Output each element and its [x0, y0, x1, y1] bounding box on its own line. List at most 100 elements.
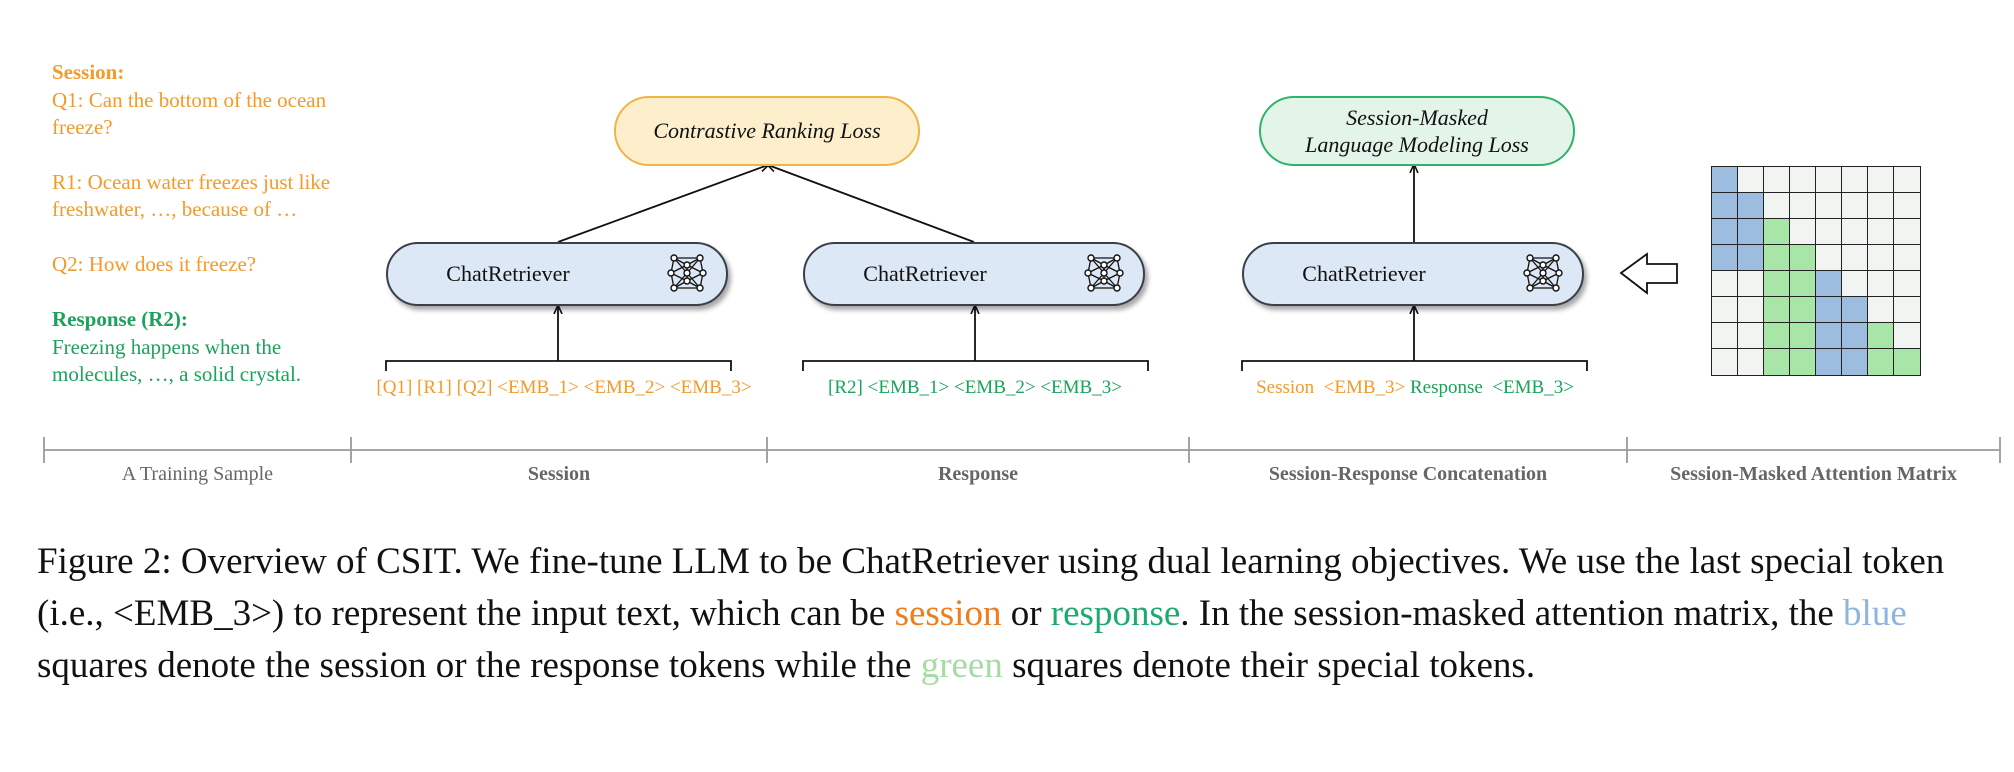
caption-response-word: response [1050, 593, 1181, 634]
matrix-cell-blue [1842, 323, 1868, 349]
matrix-cell-blue [1816, 271, 1842, 297]
concat-response-word: Response [1410, 377, 1483, 398]
caption-part4: squares denote their special tokens. [1002, 645, 1536, 686]
matrix-cell-blue [1738, 219, 1764, 245]
caption-session-word: session [894, 593, 1002, 634]
matrix-cell-blue [1712, 245, 1738, 271]
matrix-cell-empty [1868, 297, 1894, 323]
matrix-cell-green [1764, 219, 1790, 245]
figure-caption: Figure 2: Overview of CSIT. We fine-tune… [37, 536, 1987, 692]
r1-line1: R1: Ocean water freezes just like [52, 170, 331, 194]
q1-line2: freeze? [52, 115, 113, 139]
chatretriever-label: ChatRetriever [446, 261, 570, 286]
matrix-cell-empty [1712, 323, 1738, 349]
matrix-cell-empty [1738, 349, 1764, 375]
response-input-tokens: [R2] <EMB_1> <EMB_2> <EMB_3> [828, 377, 1122, 398]
matrix-cell-empty [1842, 219, 1868, 245]
matrix-cell-blue [1738, 245, 1764, 271]
matrix-cell-empty [1712, 297, 1738, 323]
response-line1: Freezing happens when the [52, 335, 282, 359]
matrix-cell-empty [1842, 245, 1868, 271]
q2-line: Q2: How does it freeze? [52, 252, 257, 276]
smlm-loss-label-line1: Session-Masked [1346, 104, 1488, 130]
matrix-cell-empty [1738, 323, 1764, 349]
matrix-cell-green [1790, 349, 1816, 375]
section-label-response: Response [937, 463, 1018, 485]
matrix-cell-blue [1712, 219, 1738, 245]
neural-network-icon [1084, 254, 1124, 292]
response-line2: molecules, …, a solid crystal. [52, 362, 302, 386]
matrix-cell-green [1868, 323, 1894, 349]
matrix-cell-empty [1868, 245, 1894, 271]
matrix-cell-blue [1712, 167, 1738, 193]
matrix-cell-empty [1738, 297, 1764, 323]
matrix-cell-blue [1712, 193, 1738, 219]
matrix-cell-green [1764, 297, 1790, 323]
matrix-cell-blue [1816, 349, 1842, 375]
matrix-cell-empty [1816, 193, 1842, 219]
bracket-session [385, 360, 732, 371]
matrix-cell-empty [1842, 271, 1868, 297]
matrix-cell-empty [1712, 271, 1738, 297]
bracket-concat [1241, 360, 1588, 371]
matrix-cell-green [1790, 323, 1816, 349]
matrix-cell-empty [1816, 167, 1842, 193]
session-heading: Session: [52, 60, 125, 84]
matrix-cell-green [1764, 245, 1790, 271]
matrix-cell-empty [1894, 167, 1920, 193]
matrix-cell-empty [1764, 167, 1790, 193]
r1-line2: freshwater, …, because of … [52, 197, 298, 221]
matrix-cell-empty [1764, 193, 1790, 219]
neural-network-icon [667, 254, 707, 292]
matrix-cell-blue [1842, 349, 1868, 375]
response-heading: Response (R2): [52, 307, 188, 331]
matrix-cell-green [1764, 349, 1790, 375]
matrix-cell-empty [1894, 323, 1920, 349]
matrix-cell-green [1790, 245, 1816, 271]
smlm-loss-label-line2: Language Modeling Loss [1305, 132, 1529, 157]
matrix-cell-empty [1790, 219, 1816, 245]
chatretriever-session: ChatRetriever [386, 242, 728, 306]
matrix-cell-green [1790, 271, 1816, 297]
caption-part3: squares denote the session or the respon… [37, 645, 921, 686]
matrix-cell-green [1868, 349, 1894, 375]
connector-lines [43, 0, 2001, 463]
hollow-left-arrow [1619, 252, 1678, 295]
matrix-cell-empty [1738, 167, 1764, 193]
matrix-cell-green [1790, 297, 1816, 323]
chatretriever-label: ChatRetriever [1302, 261, 1426, 286]
matrix-cell-empty [1790, 193, 1816, 219]
chatretriever-response: ChatRetriever [803, 242, 1145, 306]
matrix-cell-empty [1894, 297, 1920, 323]
matrix-cell-blue [1816, 297, 1842, 323]
matrix-cell-blue [1842, 297, 1868, 323]
matrix-cell-empty [1712, 349, 1738, 375]
session-input-tokens: [Q1] [R1] [Q2] <EMB_1> <EMB_2> <EMB_3> [376, 377, 752, 398]
matrix-cell-empty [1894, 219, 1920, 245]
matrix-cell-empty [1842, 193, 1868, 219]
matrix-cell-empty [1868, 219, 1894, 245]
matrix-cell-green [1764, 271, 1790, 297]
q1-line1: Q1: Can the bottom of the ocean [52, 88, 327, 112]
arrow-session-to-loss [557, 165, 768, 243]
matrix-cell-empty [1868, 193, 1894, 219]
arrow-response-to-loss [768, 165, 975, 243]
matrix-cell-empty [1868, 271, 1894, 297]
neural-network-icon [1523, 254, 1563, 292]
smlm-loss-box: Session-Masked Language Modeling Loss [1259, 96, 1575, 166]
chatretriever-concat: ChatRetriever [1242, 242, 1584, 306]
caption-green-word: green [920, 645, 1003, 686]
section-label-training-sample: A Training Sample [121, 463, 274, 485]
caption-part2: . In the session-masked attention matrix… [1180, 593, 1844, 634]
matrix-cell-blue [1816, 323, 1842, 349]
attention-matrix [1711, 166, 1921, 376]
matrix-cell-empty [1842, 167, 1868, 193]
matrix-cell-empty [1816, 245, 1842, 271]
bracket-response [802, 360, 1149, 371]
matrix-cell-empty [1868, 167, 1894, 193]
matrix-cell-empty [1790, 167, 1816, 193]
matrix-cell-empty [1894, 193, 1920, 219]
contrastive-ranking-loss-box: Contrastive Ranking Loss [614, 96, 920, 166]
matrix-cell-empty [1738, 271, 1764, 297]
caption-or: or [1001, 593, 1051, 634]
